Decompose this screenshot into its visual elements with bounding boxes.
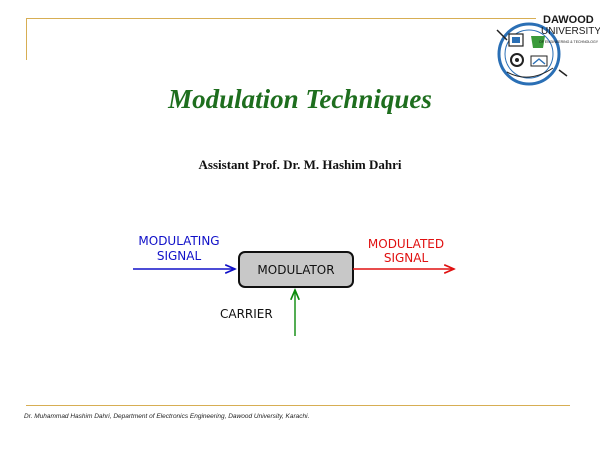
logo-emblem-icon: [496, 22, 568, 86]
output-label-line2: SIGNAL: [384, 251, 429, 265]
frame-top-line: [26, 18, 536, 19]
footer-line: [26, 405, 570, 406]
carrier-label: CARRIER: [220, 307, 273, 321]
output-label-line1: MODULATED: [368, 237, 444, 251]
footer-text: Dr. Muhammad Hashim Dahri, Department of…: [24, 413, 310, 420]
slide-author: Assistant Prof. Dr. M. Hashim Dahri: [198, 157, 402, 172]
modulator-block-diagram: MODULATING SIGNAL MODULATOR MODULATED SI…: [133, 234, 480, 336]
input-label-line1: MODULATING: [138, 234, 219, 248]
logo-subtitle: UNIVERSITY: [541, 26, 600, 37]
logo-tagline: OF ENGINEERING & TECHNOLOGY: [539, 40, 599, 44]
input-label-line2: SIGNAL: [157, 249, 202, 263]
frame-left-line: [26, 18, 27, 60]
modulator-label: MODULATOR: [257, 263, 334, 277]
university-logo: DAWOOD UNIVERSITY OF ENGINEERING & TECHN…: [493, 12, 600, 88]
slide-title: Modulation Techniques: [168, 84, 432, 114]
logo-title: DAWOOD: [543, 14, 594, 26]
